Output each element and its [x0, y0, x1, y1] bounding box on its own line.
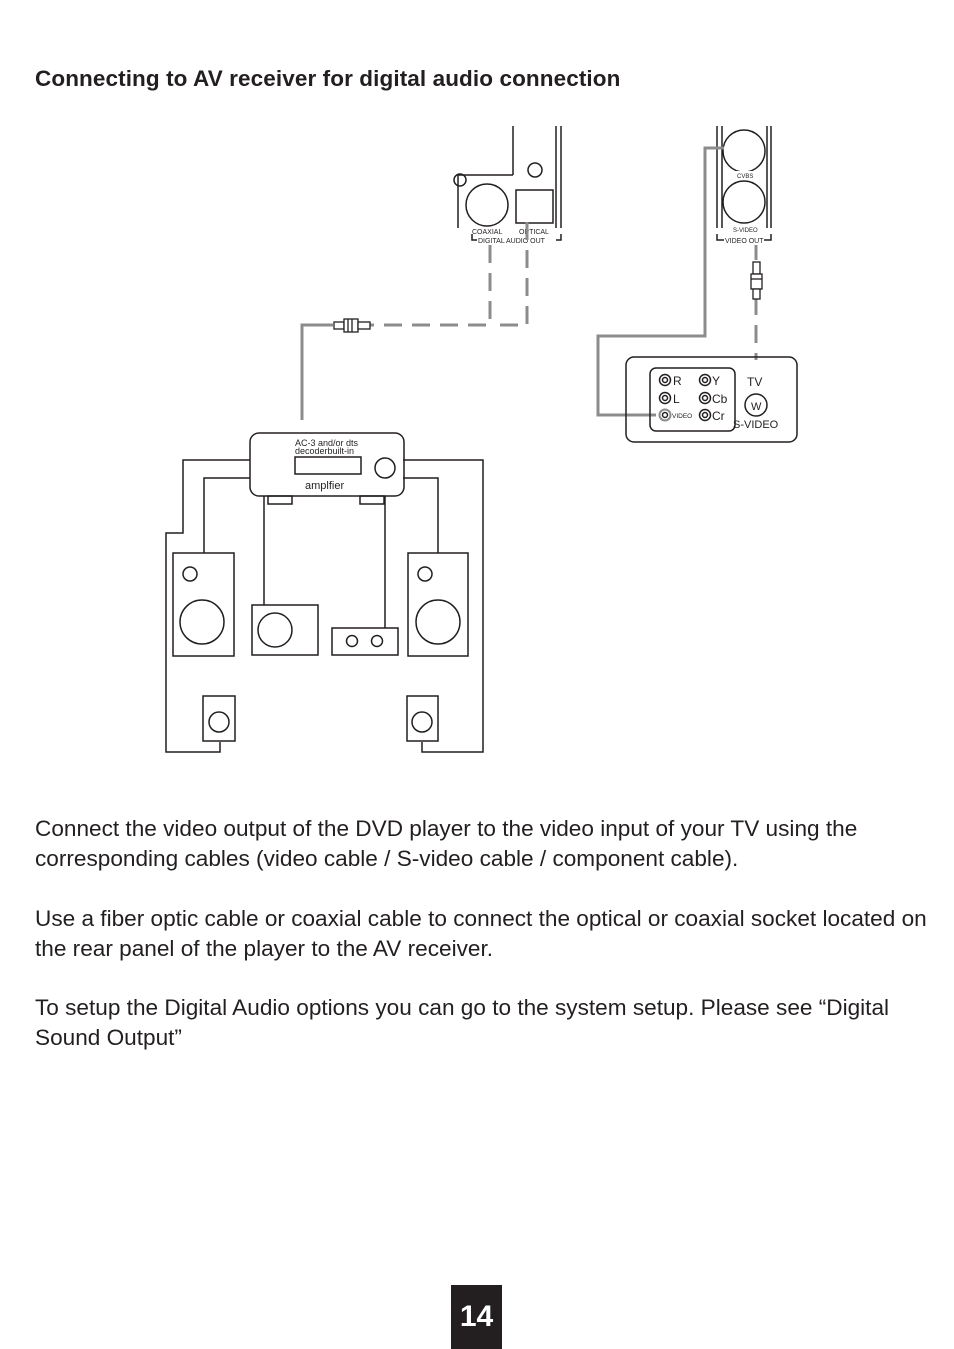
optical-jack-icon: [515, 189, 554, 224]
cvbs-label: CVBS: [737, 174, 753, 180]
coaxial-label: COAXIAL: [472, 229, 502, 236]
tv-r-label: R: [673, 374, 682, 388]
tv-svideo-jack-icon: [744, 393, 768, 417]
svideo-jack-icon: [722, 180, 766, 224]
tv-svideo-label: S-VIDEO: [733, 419, 779, 431]
tv-cb-label: Cb: [712, 392, 728, 406]
tv-w-label: W: [751, 401, 762, 413]
amplifier-label: amplfier: [305, 480, 344, 492]
optical-label: OPTICAL: [519, 229, 549, 236]
audio-cables: [300, 222, 529, 420]
tv-l-label: L: [673, 392, 680, 406]
coaxial-plug-icon: [333, 318, 371, 333]
dvd-digital-audio-panel: [453, 126, 562, 241]
tv-video-label: VIDEO: [672, 413, 692, 420]
speaker-wiring: [165, 459, 484, 753]
tv-input-panel: [625, 356, 798, 443]
paragraph-audio-connection: Use a fiber optic cable or coaxial cable…: [35, 906, 927, 961]
speaker-icons: [172, 552, 469, 742]
svideo-plug-icon: [750, 261, 763, 300]
dvd-video-out-panel: [716, 126, 772, 241]
amplifier-decoder-line1: AC-3 and/or dts: [295, 438, 359, 448]
tv-label: TV: [747, 375, 762, 389]
tv-y-label: Y: [712, 374, 720, 388]
amplifier-decoder-line2: decoderbuilt-in: [295, 446, 354, 456]
connection-diagram: COAXIAL OPTICAL DIGITAL AUDIO OUT CVBS S…: [165, 126, 798, 753]
paragraph-video-connection: Connect the video output of the DVD play…: [35, 816, 858, 871]
page-number: 14: [451, 1285, 502, 1349]
cvbs-jack-icon: [722, 129, 766, 173]
paragraph-digital-audio-setup: To setup the Digital Audio options you c…: [35, 995, 890, 1050]
video-cables: [596, 146, 758, 417]
amplifier: [249, 432, 405, 505]
tv-cr-label: Cr: [712, 409, 725, 423]
video-out-label: VIDEO OUT: [725, 238, 764, 245]
digital-audio-out-label: DIGITAL AUDIO OUT: [478, 238, 546, 245]
svideo-out-label: S-VIDEO: [733, 228, 758, 234]
page-title: Connecting to AV receiver for digital au…: [35, 66, 621, 91]
coaxial-jack-icon: [465, 183, 509, 227]
